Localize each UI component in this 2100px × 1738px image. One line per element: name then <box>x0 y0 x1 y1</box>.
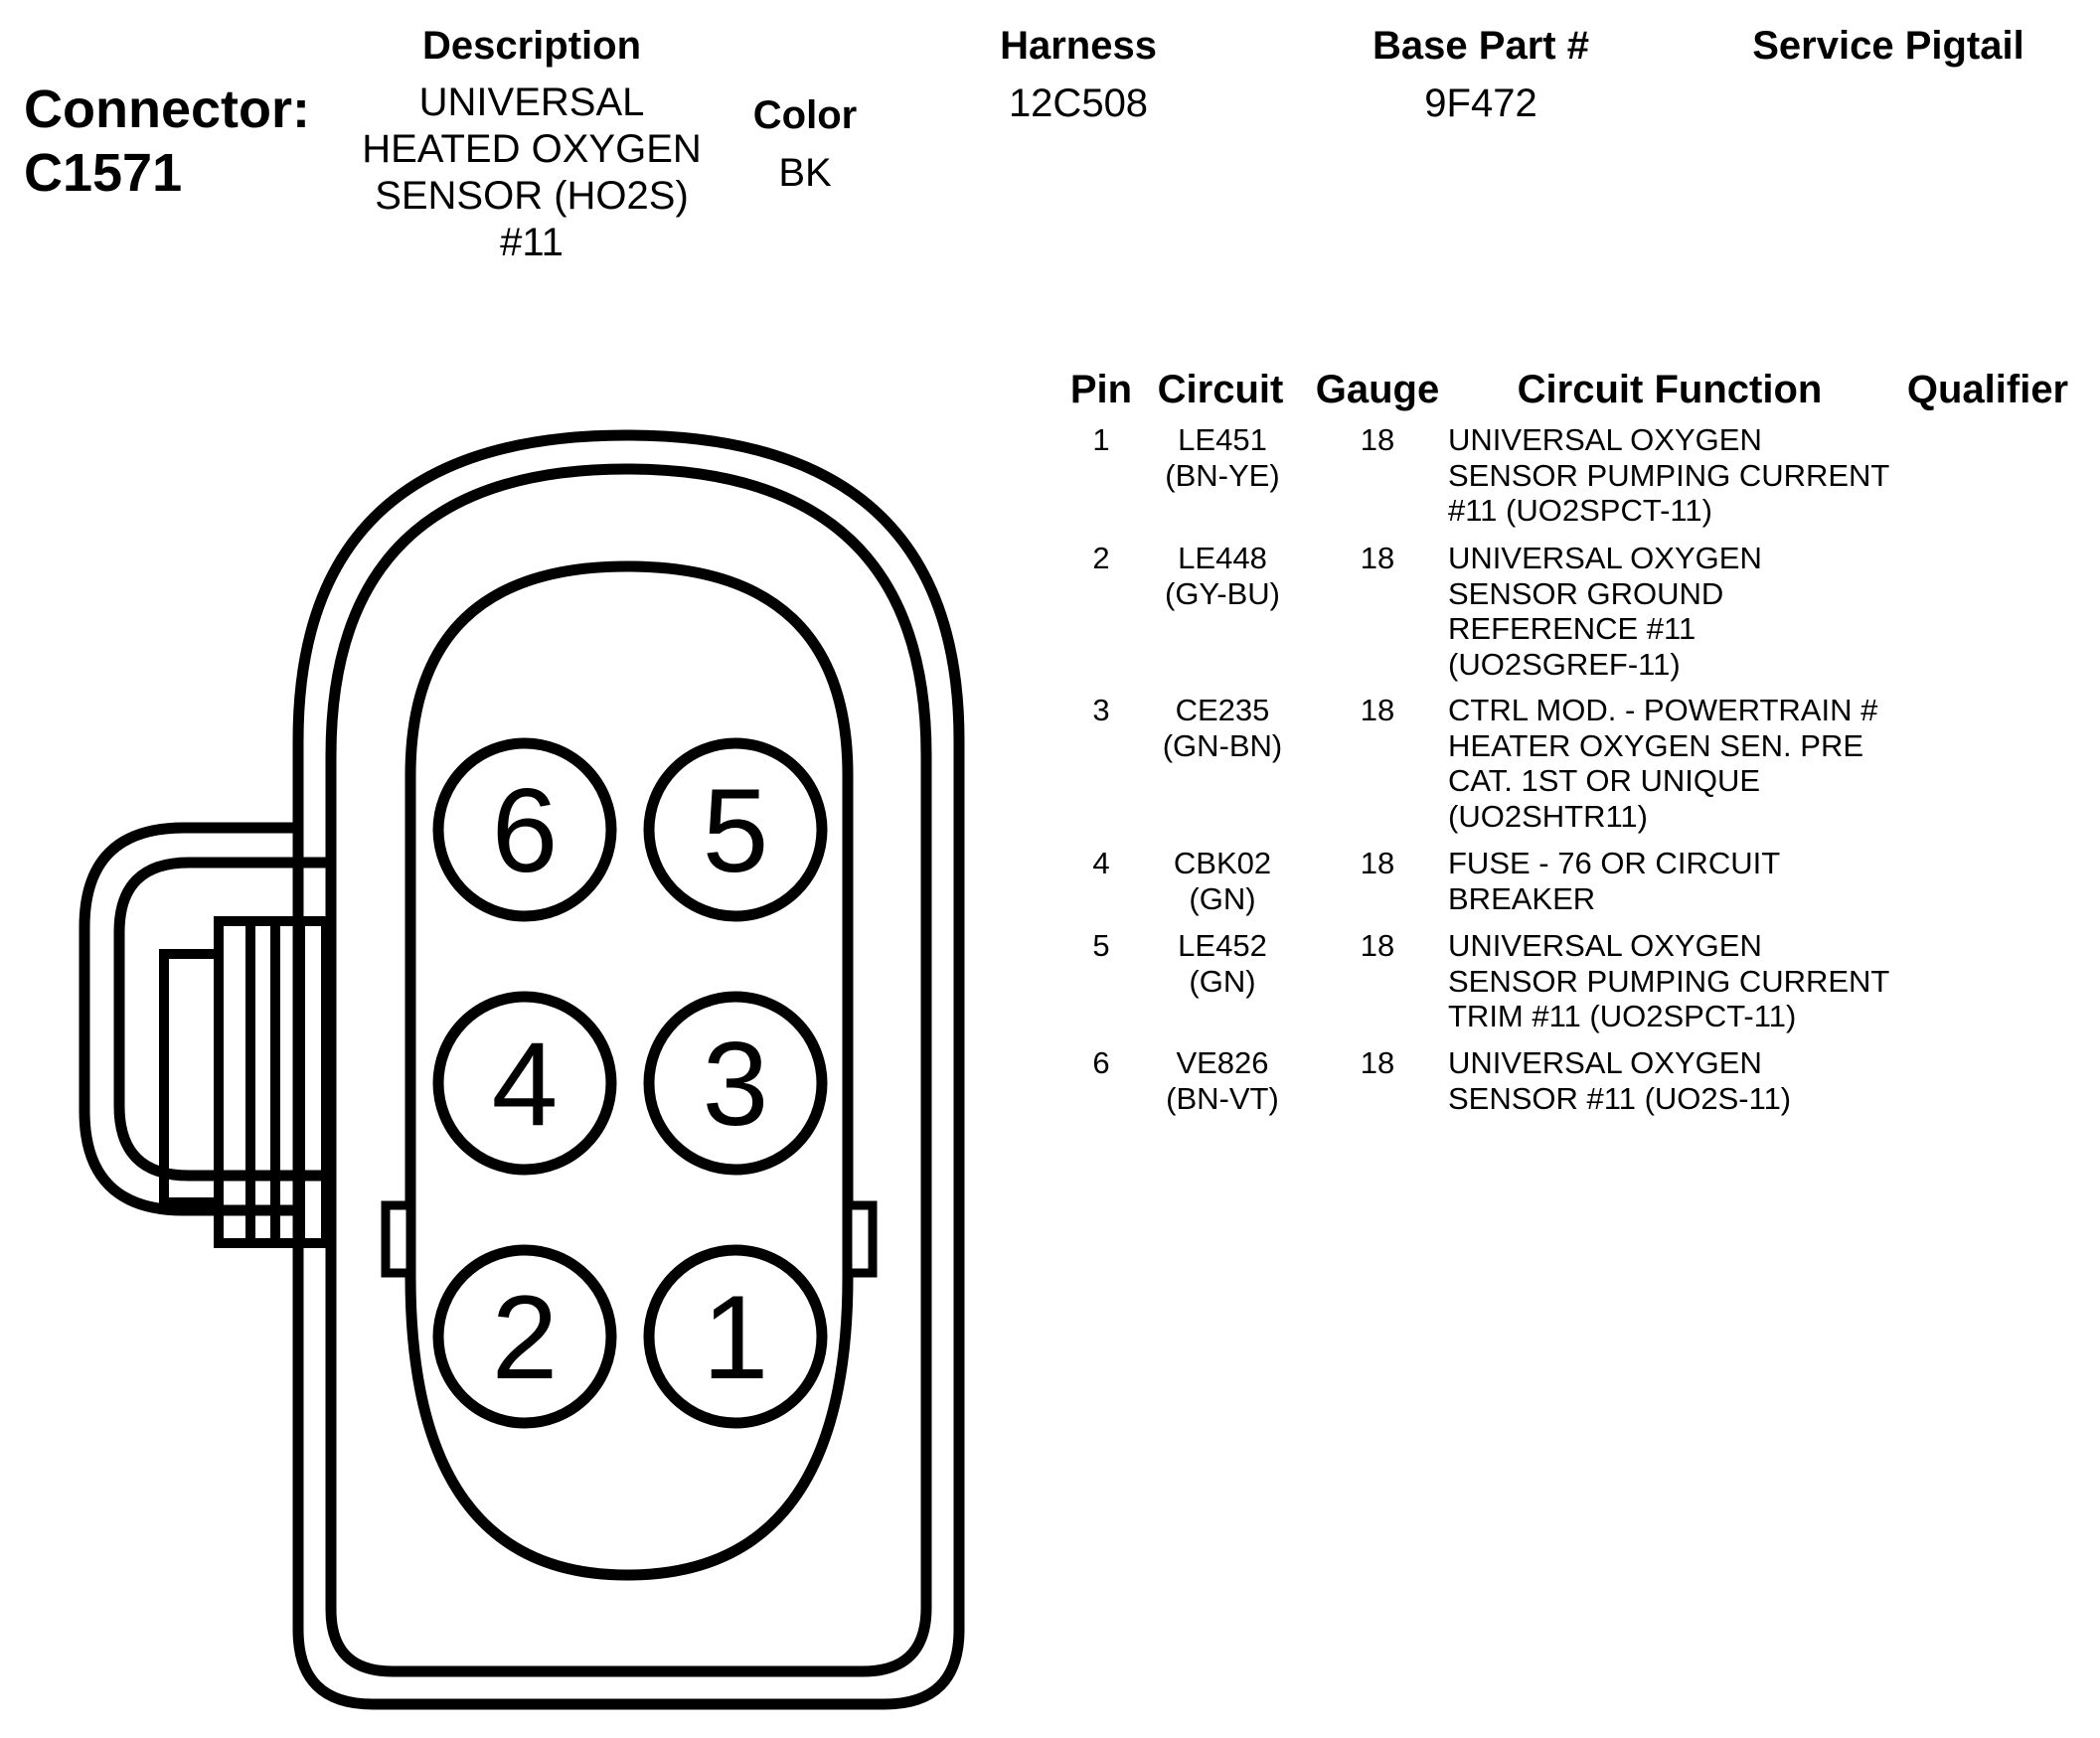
function-line: REFERENCE #11 <box>1448 611 1696 646</box>
function-line: SENSOR PUMPING CURRENT <box>1448 457 1890 493</box>
pin-label: 6 <box>492 764 559 897</box>
pin-3 <box>643 991 828 1176</box>
pin-5 <box>643 737 828 922</box>
latch-tab-outer <box>79 822 298 1216</box>
gauge-value: 18 <box>1360 541 1395 575</box>
circuit-function: CTRL MOD. - POWERTRAIN # HEATER OXYGEN S… <box>1448 693 1965 834</box>
circuit-cell: CBK02 (GN) <box>1143 846 1302 916</box>
service-pigtail-header: Service Pigtail <box>1752 24 2024 68</box>
circuit-function: UNIVERSAL OXYGEN SENSOR GROUND REFERENCE… <box>1448 541 1965 682</box>
description-header: Description <box>421 24 642 68</box>
harness-value: 12C508 <box>1008 81 1149 125</box>
description-line: SENSOR (HO2S) <box>375 174 689 218</box>
function-line: SENSOR GROUND <box>1448 575 1724 611</box>
gauge-value: 18 <box>1360 846 1395 880</box>
pin-number: 5 <box>1092 928 1110 963</box>
side-notch-right <box>843 1200 878 1278</box>
qualifier-column-header: Qualifier <box>1906 368 2069 411</box>
circuit-wire-color: (GY-BU) <box>1165 575 1280 611</box>
function-line: (UO2SGREF-11) <box>1448 646 1681 682</box>
circuit-function: UNIVERSAL OXYGEN SENSOR PUMPING CURRENT … <box>1448 928 1965 1034</box>
pin-2 <box>432 1244 617 1429</box>
circuit-id: CE235 <box>1175 693 1270 727</box>
connector-label: Connector: <box>24 79 310 139</box>
circuit-function: FUSE - 76 OR CIRCUIT BREAKER <box>1448 846 1965 916</box>
function-line: FUSE - 76 OR CIRCUIT <box>1448 846 1781 880</box>
circuit-function-column-header: Circuit Function <box>1517 368 1823 411</box>
function-line: UNIVERSAL OXYGEN <box>1448 541 1762 575</box>
pin-label: 2 <box>492 1271 559 1404</box>
circuit-function: UNIVERSAL OXYGEN SENSOR PUMPING CURRENT … <box>1448 422 1965 529</box>
lock-block-small <box>159 949 224 1207</box>
gauge-value: 18 <box>1360 422 1395 457</box>
function-line: (UO2SHTR11) <box>1448 798 1648 834</box>
pin-1 <box>643 1244 828 1429</box>
circuit-cell: CE235 (GN-BN) <box>1143 693 1302 763</box>
circuit-cell: LE452 (GN) <box>1143 928 1302 999</box>
circuit-wire-color: (BN-VT) <box>1166 1080 1279 1116</box>
harness-header: Harness <box>1000 24 1157 68</box>
function-line: SENSOR PUMPING CURRENT <box>1448 963 1890 999</box>
connector-title: Connector: C1571 <box>24 78 310 205</box>
pin-number: 3 <box>1092 693 1110 727</box>
pin-label: 3 <box>703 1018 769 1151</box>
gauge-value: 18 <box>1360 693 1395 727</box>
circuit-id: LE451 <box>1178 422 1267 457</box>
pin-number: 1 <box>1092 422 1110 457</box>
gauge-value: 18 <box>1360 1045 1395 1080</box>
side-notch-left <box>381 1200 415 1278</box>
pin-number: 4 <box>1092 846 1110 880</box>
circuit-wire-color: (GN) <box>1189 880 1256 916</box>
circuit-wire-color: (BN-YE) <box>1165 457 1280 493</box>
pin-column-header: Pin <box>1069 368 1133 411</box>
housing-inner <box>325 463 932 1677</box>
description-line: #11 <box>500 221 564 264</box>
pin-label: 4 <box>492 1018 559 1151</box>
pin-number: 6 <box>1092 1045 1110 1080</box>
connector-id: C1571 <box>24 143 183 203</box>
circuit-cell: VE826 (BN-VT) <box>1143 1045 1302 1116</box>
housing-outer <box>292 429 965 1710</box>
description-line: HEATED OXYGEN <box>362 127 702 171</box>
function-line: UNIVERSAL OXYGEN <box>1448 422 1762 457</box>
gauge-column-header: Gauge <box>1315 368 1440 411</box>
pin-label: 5 <box>703 764 769 897</box>
function-line: HEATER OXYGEN SEN. PRE <box>1448 727 1864 763</box>
circuit-function: UNIVERSAL OXYGEN SENSOR #11 (UO2S-11) <box>1448 1045 1965 1116</box>
function-line: CAT. 1ST OR UNIQUE <box>1448 763 1761 798</box>
color-value: BK <box>778 151 832 195</box>
circuit-column-header: Circuit <box>1157 368 1284 411</box>
description-value: UNIVERSAL HEATED OXYGEN SENSOR (HO2S) #1… <box>328 79 735 266</box>
function-line: UNIVERSAL OXYGEN <box>1448 928 1762 963</box>
circuit-wire-color: (GN) <box>1189 963 1256 999</box>
pin-6 <box>432 737 617 922</box>
circuit-id: CBK02 <box>1173 846 1272 880</box>
latch-tab-inner <box>113 857 328 1182</box>
base-part-value: 9F472 <box>1424 81 1537 125</box>
circuit-wire-color: (GN-BN) <box>1162 727 1283 763</box>
circuit-id: LE448 <box>1178 541 1267 575</box>
function-line: SENSOR #11 (UO2S-11) <box>1448 1080 1792 1116</box>
circuit-id: LE452 <box>1178 928 1267 963</box>
pin-label: 1 <box>703 1271 769 1404</box>
pin-number: 2 <box>1092 541 1110 575</box>
function-line: TRIM #11 (UO2SPCT-11) <box>1448 999 1797 1033</box>
connector-face-diagram: 6 5 4 3 2 1 <box>79 429 965 1710</box>
pin-4 <box>432 991 617 1176</box>
circuit-cell: LE451 (BN-YE) <box>1143 422 1302 493</box>
gauge-value: 18 <box>1360 928 1395 963</box>
function-line: CTRL MOD. - POWERTRAIN # <box>1448 693 1878 727</box>
function-line: UNIVERSAL OXYGEN <box>1448 1045 1762 1080</box>
description-line: UNIVERSAL <box>418 80 645 124</box>
base-part-header: Base Part # <box>1373 24 1589 68</box>
pin-cavity <box>404 560 854 1581</box>
color-header: Color <box>752 93 858 137</box>
circuit-cell: LE448 (GY-BU) <box>1143 541 1302 611</box>
function-line: BREAKER <box>1448 880 1596 916</box>
function-line: #11 (UO2SPCT-11) <box>1448 493 1712 528</box>
circuit-id: VE826 <box>1176 1045 1269 1080</box>
